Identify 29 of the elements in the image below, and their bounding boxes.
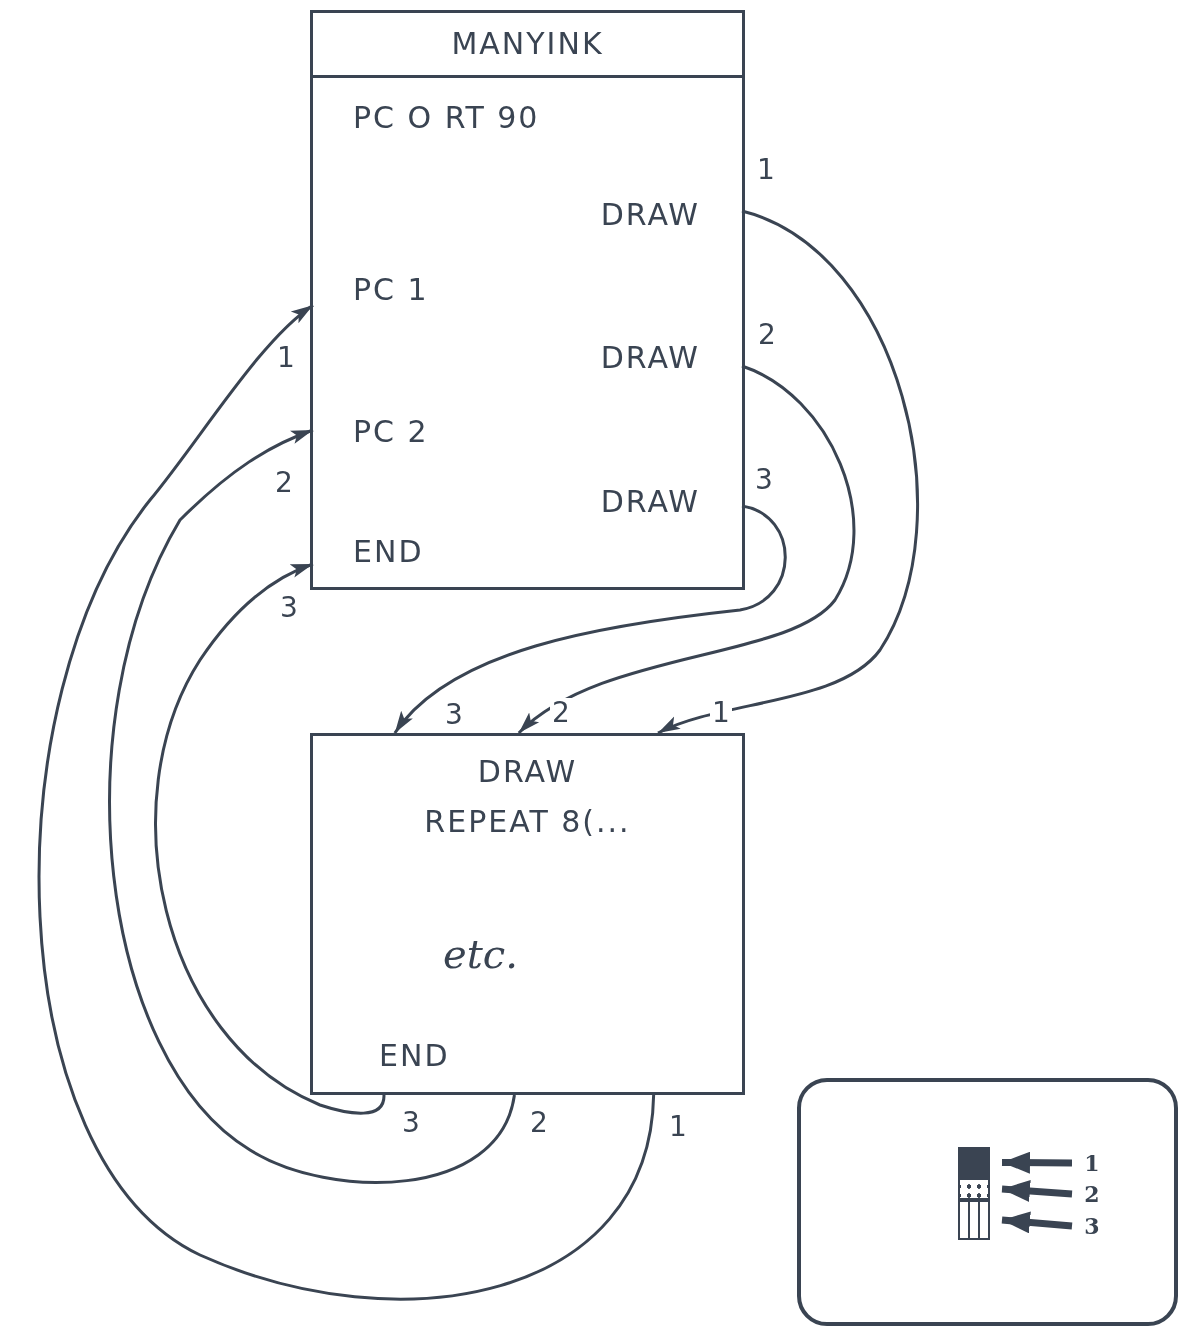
code-line: etc.	[443, 931, 519, 977]
pen-number: 2	[1080, 1181, 1104, 1207]
code-line: DRAW	[313, 482, 742, 522]
procedure-box	[310, 10, 745, 590]
pen-number: 3	[1080, 1213, 1104, 1239]
procedure-name: MANYINK	[313, 13, 742, 78]
code-line: END	[379, 1038, 451, 1073]
arrow	[517, 364, 856, 735]
code-line: REPEAT 8(...	[423, 804, 632, 839]
code-line: DRAW	[476, 754, 579, 789]
ink-pattern-sample	[958, 1178, 990, 1200]
arrow	[1001, 1180, 1073, 1202]
screen-frame	[797, 1078, 1178, 1326]
code-line: PC 2	[313, 412, 742, 452]
ink-pattern-sample	[958, 1147, 990, 1178]
arrow	[38, 304, 656, 1301]
procedure-box	[310, 733, 745, 1095]
arrow	[1001, 1211, 1073, 1234]
arrow	[108, 428, 516, 1184]
arrow	[657, 209, 919, 735]
code-line: DRAW	[313, 195, 742, 235]
pen-number: 1	[1080, 1150, 1104, 1176]
code-line: PC 1	[313, 270, 742, 310]
code-line: PC O RT 90	[313, 98, 742, 138]
arrow	[393, 504, 787, 734]
ink-pattern-sample	[958, 1200, 990, 1240]
arrow	[1001, 1151, 1073, 1174]
code-line: END	[313, 532, 742, 572]
code-line: DRAW	[313, 338, 742, 378]
